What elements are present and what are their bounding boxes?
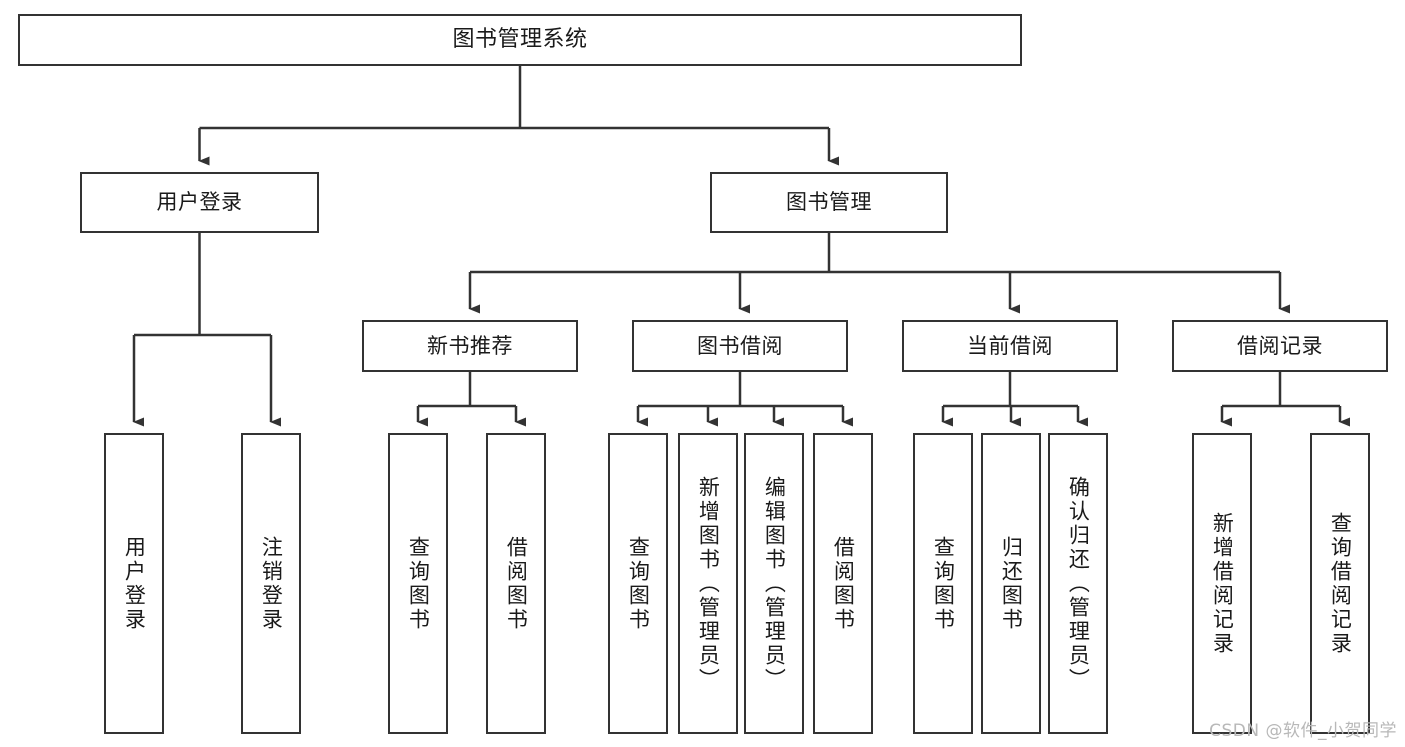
node-current-borrow[interactable]: 当前借阅 [902, 320, 1118, 372]
node-leaf-borrow-book-2[interactable]: 借阅图书 [813, 433, 873, 734]
node-label-leaf-add-record: 新增借阅记录 [1210, 511, 1235, 656]
node-label-borrow-record: 借阅记录 [1237, 333, 1323, 358]
node-label-leaf-query-book-1: 查询图书 [406, 535, 431, 632]
node-borrow-record[interactable]: 借阅记录 [1172, 320, 1388, 372]
node-label-leaf-user-login: 用户登录 [122, 535, 147, 632]
node-label-leaf-user-logout: 注销登录 [259, 535, 284, 632]
node-label-current-borrow: 当前借阅 [967, 333, 1053, 358]
node-label-leaf-confirm-return: 确认归还（管理员） [1066, 475, 1091, 692]
node-label-leaf-query-book-2: 查询图书 [626, 535, 651, 632]
node-book-manage[interactable]: 图书管理 [710, 172, 948, 233]
node-label-leaf-borrow-book-2: 借阅图书 [831, 535, 856, 632]
node-root[interactable]: 图书管理系统 [18, 14, 1022, 66]
node-leaf-user-login[interactable]: 用户登录 [104, 433, 164, 734]
node-label-book-borrow: 图书借阅 [697, 333, 783, 358]
node-label-root: 图书管理系统 [452, 27, 588, 53]
node-label-leaf-return-book: 归还图书 [999, 535, 1024, 632]
node-user-login[interactable]: 用户登录 [80, 172, 319, 233]
node-label-leaf-add-book: 新增图书（管理员） [696, 475, 721, 692]
node-label-book-manage: 图书管理 [786, 190, 872, 215]
node-leaf-return-book[interactable]: 归还图书 [981, 433, 1041, 734]
node-label-leaf-borrow-book-1: 借阅图书 [504, 535, 529, 632]
node-leaf-user-logout[interactable]: 注销登录 [241, 433, 301, 734]
watermark-label: CSDN @软件_小贺同学 [1209, 721, 1397, 741]
node-label-leaf-query-book-3: 查询图书 [931, 535, 956, 632]
node-leaf-confirm-return[interactable]: 确认归还（管理员） [1048, 433, 1108, 734]
node-leaf-query-record[interactable]: 查询借阅记录 [1310, 433, 1370, 734]
node-leaf-query-book-1[interactable]: 查询图书 [388, 433, 448, 734]
node-leaf-query-book-3[interactable]: 查询图书 [913, 433, 973, 734]
node-leaf-borrow-book-1[interactable]: 借阅图书 [486, 433, 546, 734]
node-label-leaf-edit-book: 编辑图书（管理员） [762, 475, 787, 692]
node-leaf-query-book-2[interactable]: 查询图书 [608, 433, 668, 734]
node-label-user-login: 用户登录 [156, 190, 243, 215]
node-label-leaf-query-record: 查询借阅记录 [1328, 511, 1353, 656]
node-leaf-add-record[interactable]: 新增借阅记录 [1192, 433, 1252, 734]
node-label-new-book-rec: 新书推荐 [427, 333, 513, 358]
node-leaf-edit-book[interactable]: 编辑图书（管理员） [744, 433, 804, 734]
node-new-book-rec[interactable]: 新书推荐 [362, 320, 578, 372]
node-book-borrow[interactable]: 图书借阅 [632, 320, 848, 372]
node-leaf-add-book[interactable]: 新增图书（管理员） [678, 433, 738, 734]
